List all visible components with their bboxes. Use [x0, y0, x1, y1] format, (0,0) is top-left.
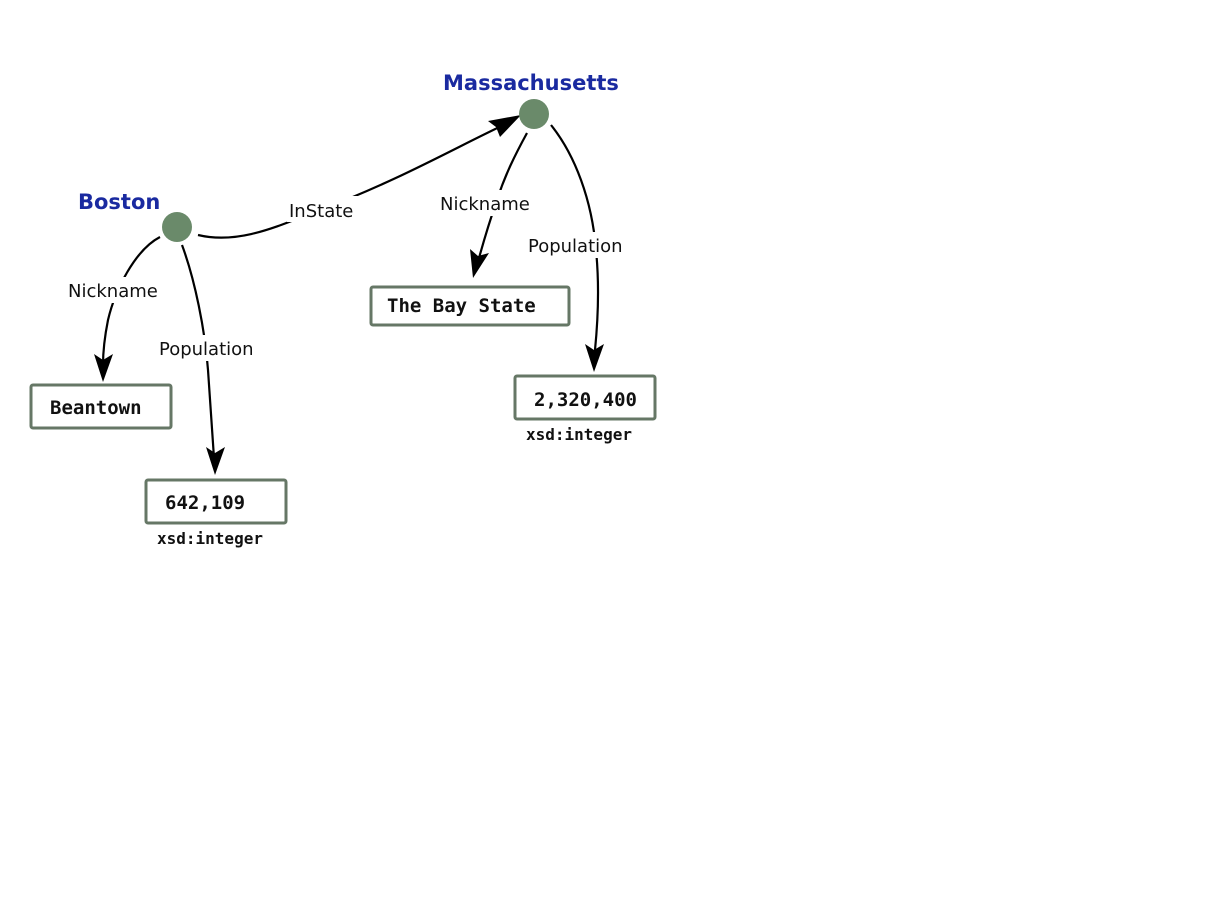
literal-bay-state[interactable]: The Bay State — [369, 285, 571, 327]
edge-ma-nickname: Nickname — [438, 132, 540, 278]
node-boston[interactable]: Boston — [78, 190, 192, 242]
literal-datatype: xsd:integer — [526, 425, 632, 444]
arrowhead-icon — [206, 447, 225, 475]
arrowhead-icon — [585, 344, 604, 372]
edge-ma-population: Population — [526, 124, 642, 372]
edge-label-instate: InState — [289, 201, 353, 222]
edge-label-ma-population: Population — [528, 236, 623, 257]
node-circle[interactable] — [162, 212, 192, 242]
literal-value: 642,109 — [165, 492, 245, 514]
literal-beantown[interactable]: Beantown — [29, 383, 173, 430]
literal-ma-population[interactable]: 2,320,400 xsd:integer — [513, 374, 657, 444]
literal-datatype: xsd:integer — [157, 529, 263, 548]
arrowhead-icon — [470, 249, 489, 278]
literal-value: The Bay State — [387, 295, 536, 317]
literal-boston-population[interactable]: 642,109 xsd:integer — [144, 478, 288, 548]
arrowhead-icon — [488, 115, 521, 137]
literal-value: Beantown — [50, 397, 142, 419]
node-label-boston: Boston — [78, 190, 160, 214]
edge-label-boston-nickname: Nickname — [68, 281, 158, 302]
edge-instate: InState — [197, 115, 521, 239]
edge-boston-population: Population — [157, 244, 273, 475]
node-label-massachusetts: Massachusetts — [443, 71, 619, 95]
node-circle[interactable] — [519, 99, 549, 129]
literal-value: 2,320,400 — [534, 389, 637, 411]
arrowhead-icon — [94, 354, 113, 382]
node-massachusetts[interactable]: Massachusetts — [443, 71, 619, 129]
edge-label-ma-nickname: Nickname — [440, 194, 530, 215]
edge-boston-nickname: Nickname — [66, 236, 168, 382]
edge-label-boston-population: Population — [159, 339, 254, 360]
